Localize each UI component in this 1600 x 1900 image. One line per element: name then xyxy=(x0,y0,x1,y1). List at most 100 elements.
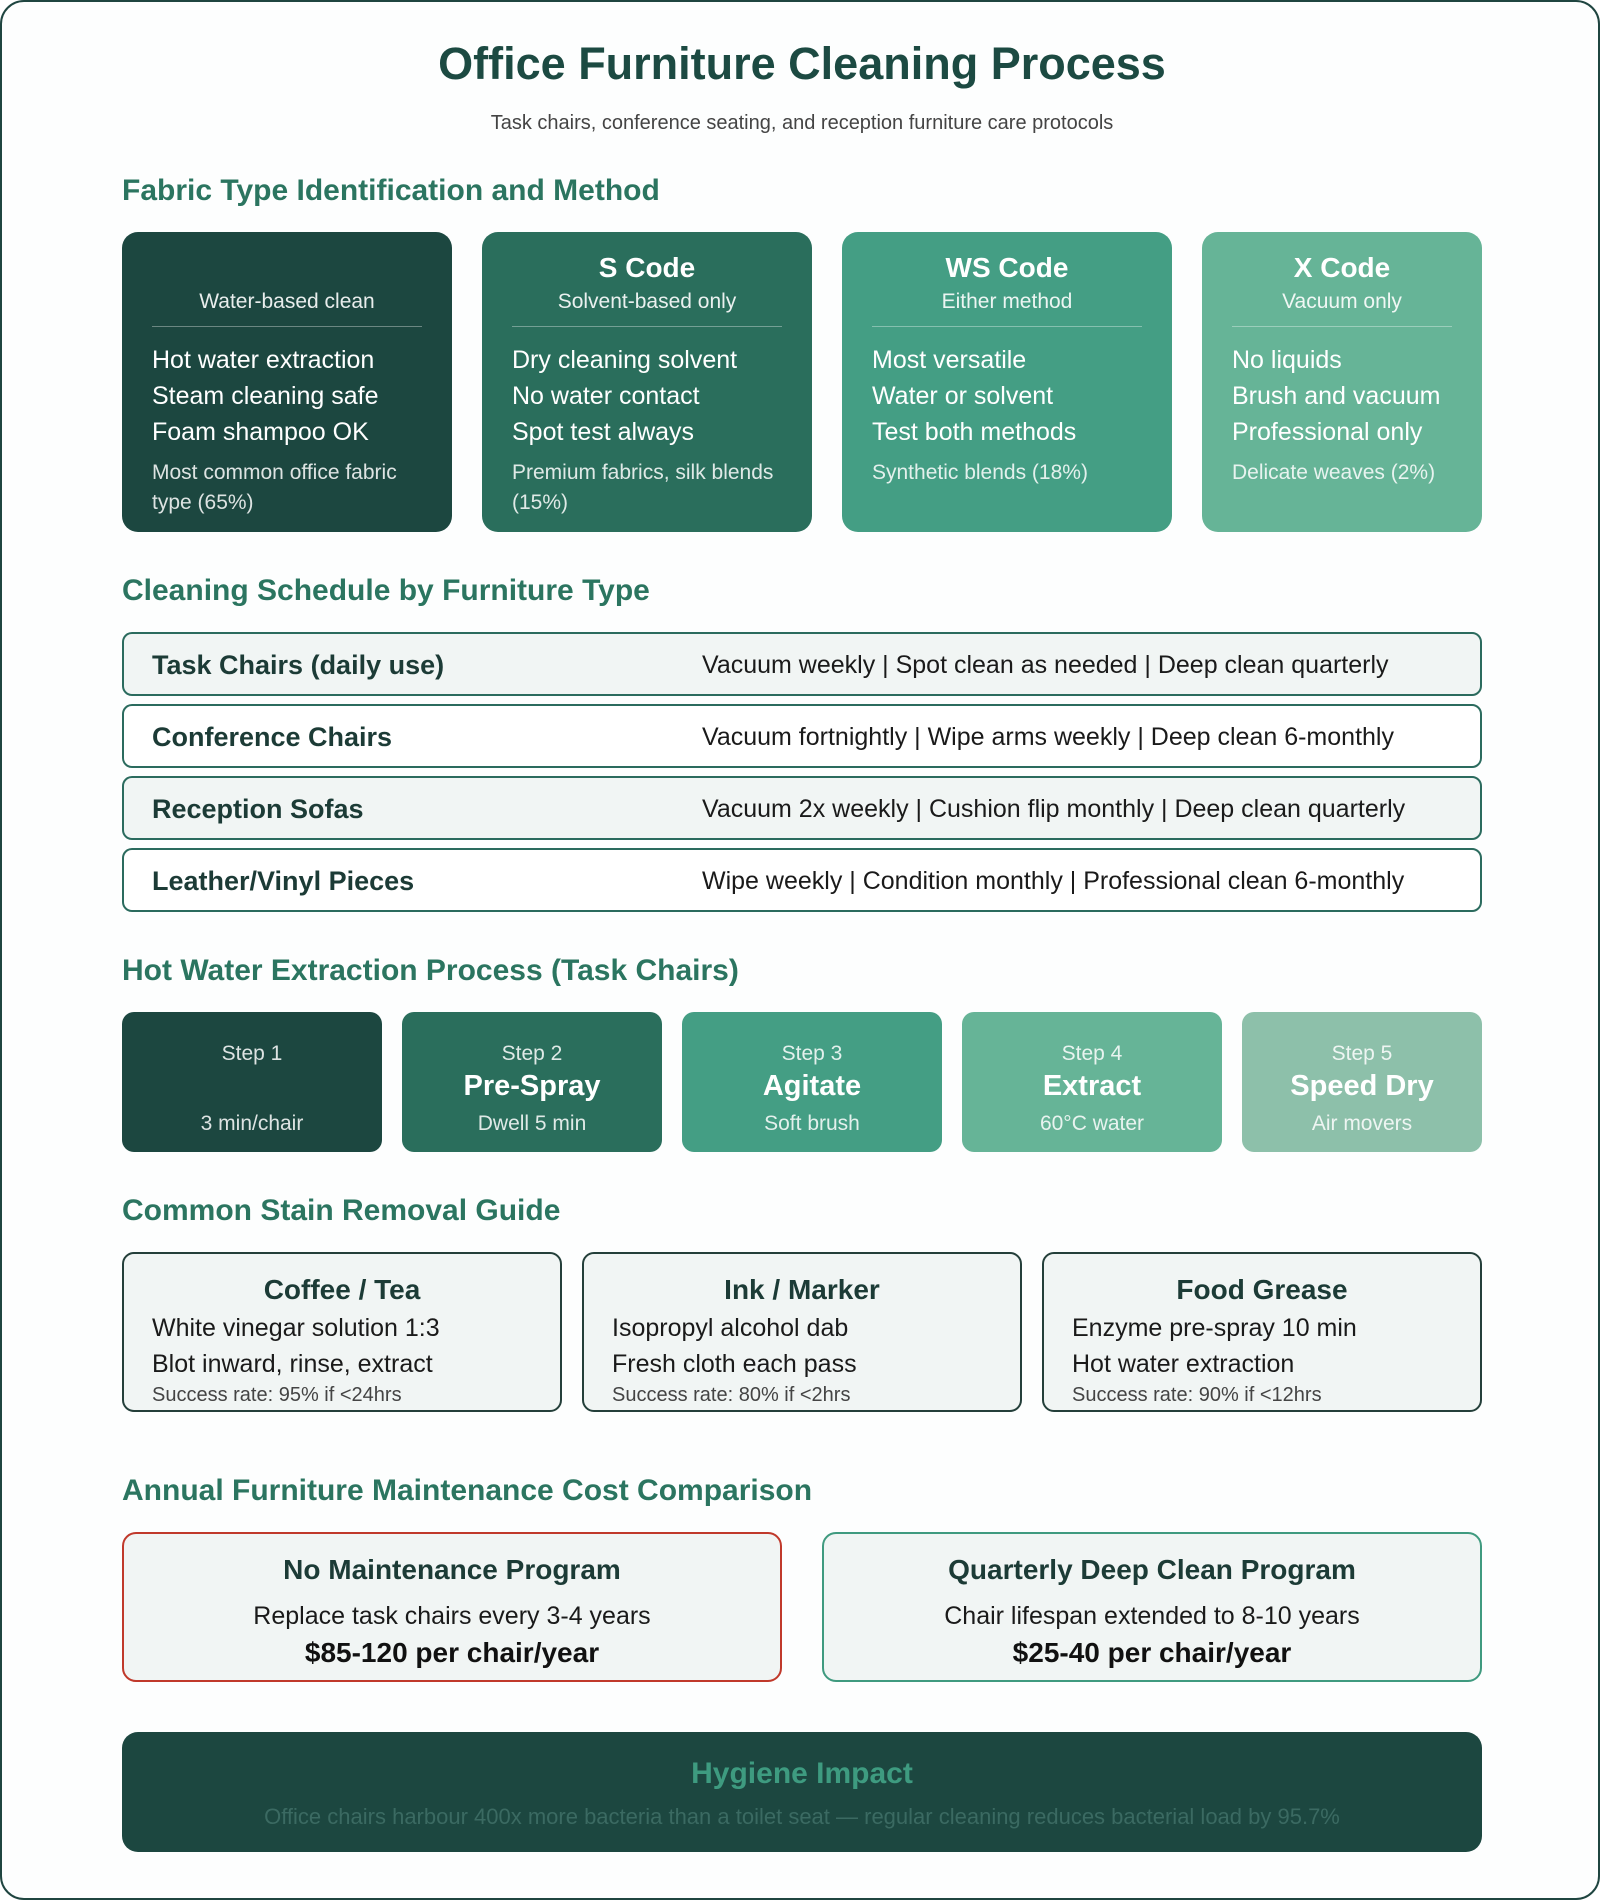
fabric-card-subtitle: Water-based clean xyxy=(199,290,375,313)
fabric-card-line: Dry cleaning solvent xyxy=(512,346,738,374)
fabric-card-s: S Code Solvent-based only Dry cleaning s… xyxy=(482,232,812,532)
process-step-5: Step 5 Speed Dry Air movers xyxy=(1242,1012,1482,1152)
fabric-card-line: Hot water extraction xyxy=(152,346,375,374)
fabric-card-line: Test both methods xyxy=(872,418,1077,446)
fabric-card-lines: Most versatile Water or solvent Test bot… xyxy=(872,342,1152,450)
cost-card-no-maintenance: No Maintenance Program Replace task chai… xyxy=(122,1532,782,1682)
schedule-furniture-name: Conference Chairs xyxy=(152,722,393,752)
fabric-card-w: Water-based clean Hot water extraction S… xyxy=(122,232,452,532)
section-heading-fabric: Fabric Type Identification and Method xyxy=(122,174,660,207)
stain-card-grease: Food Grease Enzyme pre-spray 10 min Hot … xyxy=(1042,1252,1482,1412)
fabric-card-line: Steam cleaning safe xyxy=(152,382,379,410)
schedule-row: Leather/Vinyl Pieces Wipe weekly | Condi… xyxy=(122,848,1482,912)
fabric-card-divider xyxy=(1232,326,1452,327)
cost-title: Quarterly Deep Clean Program xyxy=(948,1554,1356,1585)
stain-method: Enzyme pre-spray 10 min xyxy=(1072,1314,1357,1342)
schedule-row: Task Chairs (daily use) Vacuum weekly | … xyxy=(122,632,1482,696)
fabric-card-divider xyxy=(512,326,782,327)
stain-method: Hot water extraction xyxy=(1072,1350,1295,1378)
stain-title: Food Grease xyxy=(1176,1274,1348,1305)
stain-method: White vinegar solution 1:3 xyxy=(152,1314,440,1342)
page-title: Office Furniture Cleaning Process xyxy=(438,38,1166,89)
step-number: Step 5 xyxy=(1331,1042,1393,1065)
stain-method: Isopropyl alcohol dab xyxy=(612,1314,849,1342)
fabric-card-line: Water or solvent xyxy=(872,382,1054,410)
stain-success-rate: Success rate: 95% if <24hrs xyxy=(152,1384,402,1406)
schedule-detail: Vacuum fortnightly | Wipe arms weekly | … xyxy=(702,723,1394,751)
fabric-card-line: Professional only xyxy=(1232,418,1423,446)
fabric-card-line: Most versatile xyxy=(872,346,1027,374)
step-name xyxy=(122,1070,382,1106)
cost-value: $85-120 per chair/year xyxy=(304,1637,600,1668)
fabric-card-subtitle: Solvent-based only xyxy=(557,290,737,313)
fabric-card-divider xyxy=(872,326,1142,327)
fabric-card-line: Spot test always xyxy=(512,418,695,446)
schedule-detail: Vacuum 2x weekly | Cushion flip monthly … xyxy=(702,795,1406,823)
step-number: Step 2 xyxy=(501,1042,563,1065)
step-number: Step 4 xyxy=(1061,1042,1123,1065)
cost-card-quarterly: Quarterly Deep Clean Program Chair lifes… xyxy=(822,1532,1482,1682)
hygiene-banner: Hygiene Impact Office chairs harbour 400… xyxy=(122,1732,1482,1852)
fabric-card-note: Premium fabrics, silk blends (15%) xyxy=(512,461,774,514)
schedule-row: Conference Chairs Vacuum fortnightly | W… xyxy=(122,704,1482,768)
fabric-card-lines: Hot water extraction Steam cleaning safe… xyxy=(152,342,432,450)
cost-title: No Maintenance Program xyxy=(283,1554,621,1585)
fabric-card-subtitle: Either method xyxy=(941,290,1073,313)
stain-title: Ink / Marker xyxy=(724,1274,880,1305)
fabric-card-note: Synthetic blends (18%) xyxy=(872,461,1088,484)
stain-method: Fresh cloth each pass xyxy=(612,1350,857,1378)
stain-success-rate: Success rate: 90% if <12hrs xyxy=(1072,1384,1322,1406)
fabric-card-line: No liquids xyxy=(1232,346,1342,374)
section-heading-extraction: Hot Water Extraction Process (Task Chair… xyxy=(122,954,739,987)
fabric-card-lines: Dry cleaning solvent No water contact Sp… xyxy=(512,342,792,450)
fabric-card-note: Most common office fabric type (65%) xyxy=(152,461,397,514)
stain-title: Coffee / Tea xyxy=(263,1274,421,1305)
process-step-4: Step 4 Extract 60°C water xyxy=(962,1012,1222,1152)
step-note: 60°C water xyxy=(1039,1112,1145,1135)
schedule-detail: Vacuum weekly | Spot clean as needed | D… xyxy=(702,651,1389,679)
schedule-furniture-name: Leather/Vinyl Pieces xyxy=(152,866,415,896)
step-note: Air movers xyxy=(1311,1112,1413,1135)
section-heading-stains: Common Stain Removal Guide xyxy=(122,1194,561,1227)
step-number: Step 3 xyxy=(781,1042,843,1065)
step-note: 3 min/chair xyxy=(200,1112,304,1135)
step-name: Extract xyxy=(1042,1070,1142,1102)
section-heading-schedule: Cleaning Schedule by Furniture Type xyxy=(122,574,650,607)
page-subtitle: Task chairs, conference seating, and rec… xyxy=(490,112,1114,134)
schedule-row: Reception Sofas Vacuum 2x weekly | Cushi… xyxy=(122,776,1482,840)
process-step-3: Step 3 Agitate Soft brush xyxy=(682,1012,942,1152)
step-name: Agitate xyxy=(762,1070,862,1102)
fabric-card-divider xyxy=(152,326,422,327)
fabric-card-title: WS Code xyxy=(945,252,1069,283)
banner-title: Hygiene Impact xyxy=(691,1757,913,1790)
fabric-card-subtitle: Vacuum only xyxy=(1282,290,1402,313)
section-heading-cost: Annual Furniture Maintenance Cost Compar… xyxy=(122,1474,813,1507)
fabric-card-title xyxy=(122,252,452,286)
cost-value: $25-40 per chair/year xyxy=(1012,1637,1292,1668)
schedule-detail: Wipe weekly | Condition monthly | Profes… xyxy=(702,867,1405,895)
schedule-furniture-name: Task Chairs (daily use) xyxy=(152,650,445,680)
step-name: Pre-Spray xyxy=(463,1070,601,1102)
banner-text: Office chairs harbour 400x more bacteria… xyxy=(264,1804,1340,1829)
process-step-1: Step 1 3 min/chair xyxy=(122,1012,382,1152)
fabric-card-line: Foam shampoo OK xyxy=(152,418,369,446)
fabric-card-note: Delicate weaves (2%) xyxy=(1232,461,1436,484)
fabric-card-ws: WS Code Either method Most versatile Wat… xyxy=(842,232,1172,532)
step-name: Speed Dry xyxy=(1290,1070,1434,1102)
cost-description: Chair lifespan extended to 8-10 years xyxy=(944,1602,1360,1630)
cost-description: Replace task chairs every 3-4 years xyxy=(253,1602,651,1630)
fabric-card-line: Brush and vacuum xyxy=(1232,382,1441,410)
fabric-card-x: X Code Vacuum only No liquids Brush and … xyxy=(1202,232,1482,532)
stain-card-coffee: Coffee / Tea White vinegar solution 1:3 … xyxy=(122,1252,562,1412)
stain-success-rate: Success rate: 80% if <2hrs xyxy=(612,1384,851,1406)
fabric-card-title: X Code xyxy=(1293,252,1391,283)
stain-card-ink: Ink / Marker Isopropyl alcohol dab Fresh… xyxy=(582,1252,1022,1412)
schedule-furniture-name: Reception Sofas xyxy=(152,794,364,824)
fabric-card-title: S Code xyxy=(598,252,696,283)
fabric-card-line: No water contact xyxy=(512,382,700,410)
step-number: Step 1 xyxy=(221,1042,283,1065)
step-note: Soft brush xyxy=(764,1112,860,1135)
fabric-card-lines: No liquids Brush and vacuum Professional… xyxy=(1232,342,1462,450)
step-note: Dwell 5 min xyxy=(477,1112,587,1135)
